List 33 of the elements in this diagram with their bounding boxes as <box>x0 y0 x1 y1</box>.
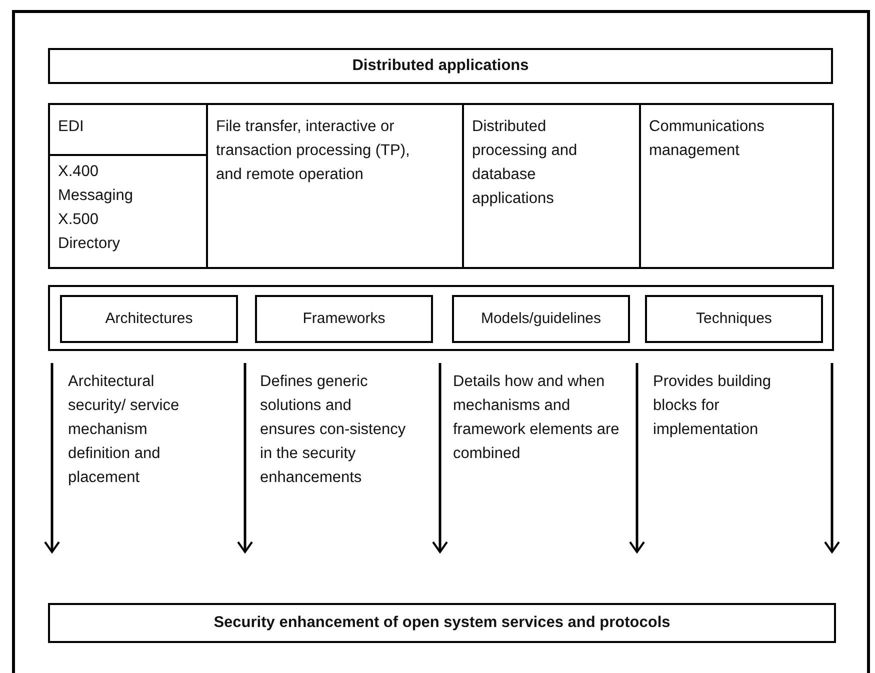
application-cell <box>639 103 834 269</box>
arrow <box>237 363 253 553</box>
cell-text: File transfer, interactive or transaction processing (TP), and remote operation <box>216 117 411 185</box>
heading-box <box>48 48 833 84</box>
arrow <box>629 363 645 553</box>
application-cell <box>48 103 208 156</box>
description-text: Architectural security/ service mechanism definition and placement <box>68 372 180 488</box>
heading-text: Security enhancement of open system services and protocols <box>214 613 670 633</box>
category-box <box>255 295 433 343</box>
cell-text: Models/guidelines <box>480 309 602 329</box>
application-cell <box>206 103 464 269</box>
category-box <box>645 295 823 343</box>
cell-text: Techniques <box>696 309 772 329</box>
category-band <box>48 285 834 351</box>
result-box <box>48 603 836 643</box>
arrow <box>432 363 448 553</box>
arrow <box>44 363 60 553</box>
cell-text: X.400 Messaging <box>58 162 134 206</box>
description-text: Details how and when mechanisms and framework elements are combined <box>453 372 620 464</box>
category-box <box>452 295 630 343</box>
application-cell <box>48 154 208 269</box>
category-box <box>60 295 238 343</box>
cell-text: EDI <box>58 117 85 137</box>
cell-text: Communications management <box>649 117 766 161</box>
cell-text: X.500 Directory <box>58 210 122 254</box>
cell-text: Architectures <box>105 309 193 329</box>
heading-text: Distributed applications <box>352 56 529 76</box>
description-text: Provides building blocks for implementation <box>653 372 772 440</box>
description-text: Defines generic solutions and ensures con-sistency in the security enhancements <box>260 372 407 488</box>
cell-text: Distributed processing and database applications <box>472 117 578 209</box>
cell-text: Frameworks <box>302 309 386 329</box>
application-cell <box>462 103 641 269</box>
arrow <box>824 363 840 553</box>
